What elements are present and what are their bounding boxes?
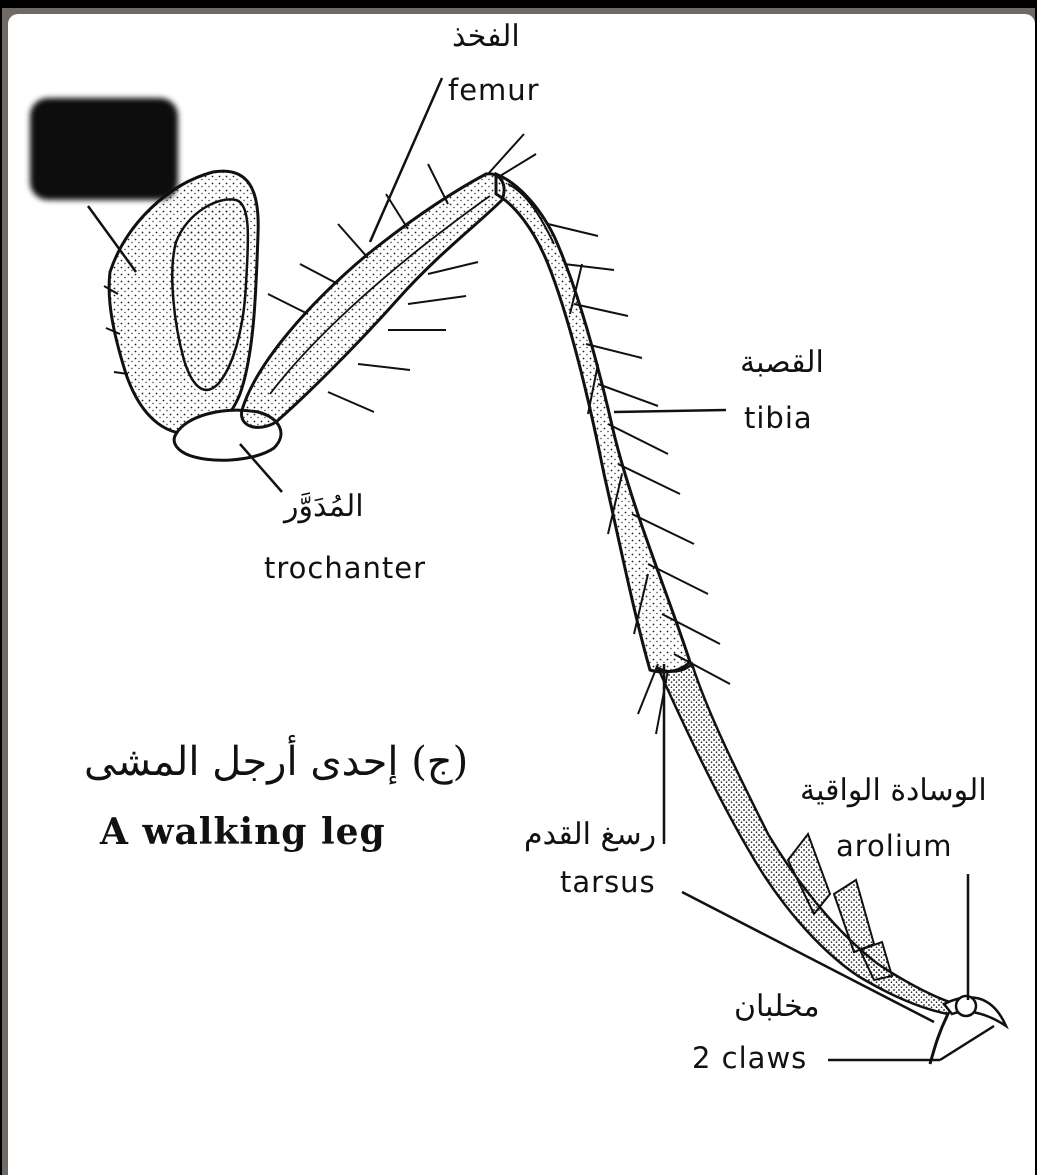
tibia-label-arabic: القصبة [740,345,824,380]
bristles [103,133,731,735]
tibia-label: tibia [744,401,813,435]
insect-leg-drawing [86,77,1009,1065]
tarsus-label: tarsus [560,865,656,899]
leader-lines [86,77,995,1062]
tibia-segment [494,171,692,674]
tarsus-segment [655,661,959,1016]
coxa-segment [107,169,260,436]
caption-english: A walking leg [100,811,386,853]
arolium-label: arolium [836,829,953,863]
arolium-label-arabic: الوسادة الواقية [800,773,987,808]
diagram-page: الفخذ femur القصبة tibia المُدَوَّر troc… [8,14,1035,1175]
femur-label: femur [448,73,540,107]
femur-segment [240,172,506,429]
claws-label: 2 claws [692,1041,808,1075]
caption-arabic: (ج) إحدى أرجل المشى [84,739,469,785]
tarsus-label-arabic: رسغ القدم [524,817,657,852]
femur-label-arabic: الفخذ [452,19,520,54]
claws-and-arolium [928,994,1009,1065]
trochanter-label-arabic: المُدَوَّر [284,489,364,524]
redacted-coxa-label [30,98,178,200]
image-frame: الفخذ femur القصبة tibia المُدَوَّر troc… [2,8,1035,1175]
trochanter-label: trochanter [264,551,427,585]
claws-label-arabic: مخلبان [734,989,820,1024]
